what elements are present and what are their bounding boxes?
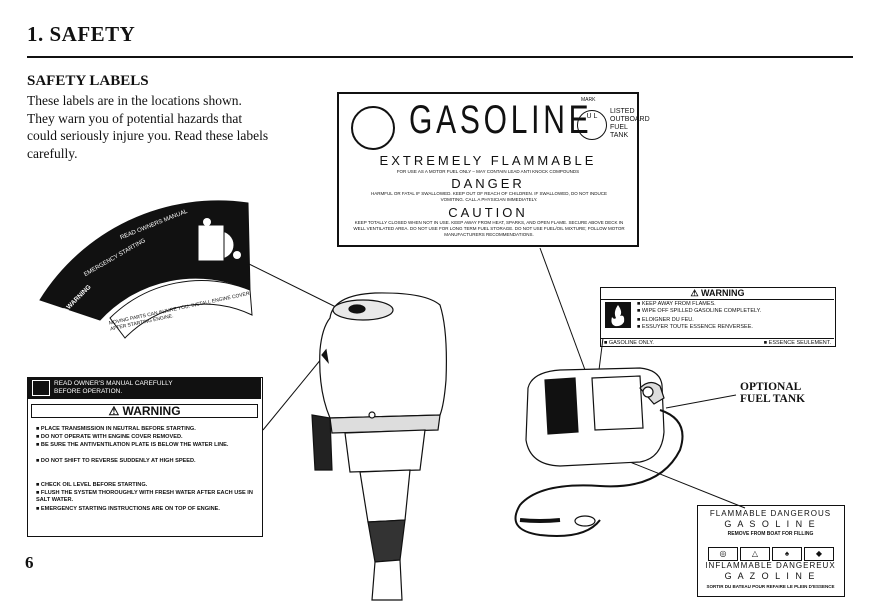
subheading: SAFETY LABELS [27,73,149,89]
title-rule [27,56,853,58]
optional-fuel-tank-label: OPTIONAL FUEL TANK [740,381,806,405]
extremely-flammable: EXTREMELY FLAMMABLE [379,153,597,168]
fuel-line-5: G A Z O L I N E [724,571,817,581]
fuel-line-2: G A S O L I N E [724,519,817,529]
pictogram-row: ◎△♠◆ [706,543,836,561]
use-text: FOR USE AS A MOTOR FUEL ONLY – MAY CONTA… [396,169,580,174]
read-manual-banner: READ OWNER'S MANUAL CAREFULLY BEFORE OPE… [28,378,261,399]
gasoline-label: GASOLINE MARK U L LISTED OUTBOARD FUEL T… [337,92,650,247]
fuel-tank [514,367,684,537]
warning-item: ■ BE SURE THE ANTIVENTILATION PLATE IS B… [36,442,229,448]
circle-icon [351,106,395,150]
fuel-line-4: INFLAMMABLE DANGEREUX [705,561,836,570]
warning-item: ■ DO NOT OPERATE WITH ENGINE COVER REMOV… [36,434,183,440]
warning-line: ■ KEEP AWAY FROM FLAMES. [637,301,716,307]
warning-item: ■ FLUSH THE SYSTEM THOROUGHLY WITH FRESH… [36,490,253,503]
warning-item: ■ PLACE TRANSMISSION IN NEUTRAL BEFORE S… [36,426,196,432]
warning-triangle-icon: △ [740,547,770,561]
danger-heading: DANGER [451,176,525,191]
leader-line [244,261,349,314]
book-icon [32,380,50,396]
caution-heading: CAUTION [448,205,528,220]
leader-line [262,357,323,431]
warning-line: ■ ESSUYER TOUTE ESSENCE RENVERSEE. [637,324,753,330]
warning-item: ■ DO NOT SHIFT TO REVERSE SUDDENLY AT HI… [36,458,196,464]
warning-line: ■ ELOIGNER DU FEU. [637,317,694,323]
warning-label-right: ⚠ WARNING ■ KEEP AWAY FROM FLAMES. ■ WIP… [600,287,836,347]
footer-left: ■ GASOLINE ONLY. [604,340,654,346]
fire-icon: ◆ [804,547,834,561]
warning-heading: ⚠ WARNING [601,288,834,300]
section-title: 1. SAFETY [27,22,136,46]
intro-text: These labels are in the locations shown.… [27,93,269,161]
fuel-line-3: REMOVE FROM BOAT FOR FILLING [727,531,814,537]
arc-label [39,200,253,339]
leader-line [539,247,589,379]
person-icon: ♠ [772,547,802,561]
warning-item: ■ CHECK OIL LEVEL BEFORE STARTING. [36,482,148,488]
warning-footer: ■ GASOLINE ONLY. ■ ESSENCE SEULEMENT. [601,338,834,347]
ul-mark-icon: U L [577,110,607,140]
warning-heading: ⚠ WARNING [31,404,258,418]
no-flame-icon: ◎ [708,547,738,561]
leader-line [665,394,737,409]
banner-line-2: BEFORE OPERATION. [54,388,123,395]
fuel-line-1: FLAMMABLE DANGEROUS [709,509,832,518]
banner-line-1: READ OWNER'S MANUAL CAREFULLY [54,380,173,387]
warning-item: ■ EMERGENCY STARTING INSTRUCTIONS ARE ON… [36,506,220,512]
warning-line: ■ WIPE OFF SPILLED GASOLINE COMPLETELY. [637,308,762,314]
danger-text: HARMFUL OR FATAL IF SWALLOWED. KEEP OUT … [371,191,607,202]
caution-text: KEEP TOTALLY CLOSED WHEN NOT IN USE. KEE… [353,220,625,237]
footer-right: ■ ESSENCE SEULEMENT. [763,340,831,346]
ul-small-text: MARK [581,97,596,103]
outboard-motor [311,292,447,601]
page-number: 6 [25,553,34,572]
gasoline-word: GASOLINE [409,98,593,142]
fuel-tank-label: FLAMMABLE DANGEROUS G A S O L I N E REMO… [697,505,845,597]
fuel-line-6: SORTIR DU BATEAU POUR REFAIRE LE PLEIN D… [706,584,835,589]
warning-label-left: READ OWNER'S MANUAL CAREFULLY BEFORE OPE… [27,377,263,537]
listed-text: LISTED OUTBOARD FUEL TANK [610,108,650,139]
flame-icon [605,302,631,328]
